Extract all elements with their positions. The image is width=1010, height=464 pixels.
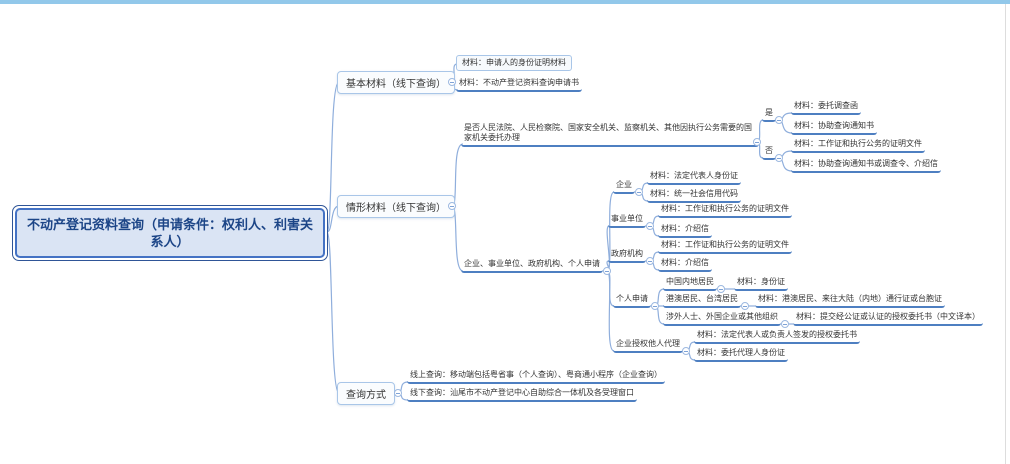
node-personal-hmt[interactable]: 港澳居民、台湾居民: [663, 293, 741, 308]
scrollbar-track[interactable]: [1005, 4, 1006, 464]
collapse-icon[interactable]: [651, 302, 659, 310]
collapse-icon[interactable]: [775, 154, 783, 162]
top-accent-bar: [0, 0, 1010, 4]
node-personal-hmt-material[interactable]: 材料：港澳居民、来往大陆（内地）通行证或台胞证: [755, 293, 945, 308]
topic-query-method[interactable]: 查询方式: [337, 382, 395, 405]
node-personal-foreign-material[interactable]: 材料：提交经公证或认证的授权委托书（中文译本）: [793, 311, 983, 326]
node-applicants[interactable]: 企业、事业单位、政府机构、个人申请: [461, 258, 603, 273]
node-personal-mainland-material[interactable]: 材料：身份证: [734, 276, 788, 291]
topic-situation-materials[interactable]: 情形材料（线下查询）: [337, 195, 455, 218]
collapse-icon[interactable]: [394, 389, 402, 397]
collapse-icon[interactable]: [741, 302, 749, 310]
node-personal-foreign[interactable]: 涉外人士、外国企业或其他组织: [663, 311, 781, 326]
root-node[interactable]: 不动产登记资料查询（申请条件：权利人、利害关系人）: [12, 205, 328, 261]
node-proxy-item1[interactable]: 材料：法定代表人或负责人签发的授权委托书: [694, 329, 860, 344]
root-node-label: 不动产登记资料查询（申请条件：权利人、利害关系人）: [15, 208, 325, 258]
node-method-offline[interactable]: 线下查询：汕尾市不动产登记中心自助综合一体机及各受理窗口: [407, 387, 637, 402]
node-enterprise-item2[interactable]: 材料：统一社会信用代码: [647, 188, 741, 203]
node-basic-item2[interactable]: 材料：不动产登记资料查询申请书: [456, 77, 582, 92]
collapse-icon[interactable]: [646, 222, 654, 230]
node-institution-item1[interactable]: 材料：工作证和执行公务的证明文件: [658, 203, 792, 218]
node-gov-yes-item2[interactable]: 材料：协助查询通知书: [791, 120, 877, 135]
node-gov-no-item1[interactable]: 材料：工作证和执行公务的证明文件: [791, 138, 925, 153]
node-enterprise-item1[interactable]: 材料：法定代表人身份证: [647, 170, 741, 185]
collapse-icon[interactable]: [717, 285, 725, 293]
node-institution-item2[interactable]: 材料：介绍信: [658, 223, 712, 238]
collapse-icon[interactable]: [781, 320, 789, 328]
node-enterprise[interactable]: 企业: [613, 179, 635, 194]
node-government[interactable]: 政府机构: [608, 248, 646, 263]
node-proxy-item2[interactable]: 材料：委托代理人身份证: [694, 347, 788, 362]
collapse-icon[interactable]: [603, 267, 611, 275]
node-personal-mainland[interactable]: 中国内地居民: [663, 276, 717, 291]
collapse-icon[interactable]: [753, 138, 761, 146]
node-institution[interactable]: 事业单位: [608, 213, 646, 228]
node-personal[interactable]: 个人申请: [613, 293, 651, 308]
node-gov-no[interactable]: 否: [762, 145, 776, 160]
node-gov-no-item2[interactable]: 材料：协助查询通知书或调查令、介绍信: [791, 158, 941, 173]
node-gov-yes[interactable]: 是: [762, 107, 776, 122]
collapse-icon[interactable]: [448, 202, 456, 210]
collapse-icon[interactable]: [775, 116, 783, 124]
collapse-icon[interactable]: [448, 78, 456, 86]
node-government-item1[interactable]: 材料：工作证和执行公务的证明文件: [658, 239, 792, 254]
node-government-item2[interactable]: 材料：介绍信: [658, 257, 712, 272]
collapse-icon[interactable]: [682, 347, 690, 355]
node-basic-item1[interactable]: 材料：申请人的身份证明材料: [456, 55, 572, 71]
node-gov-yes-item1[interactable]: 材料：委托调查函: [791, 100, 861, 115]
collapse-icon[interactable]: [635, 188, 643, 196]
collapse-icon[interactable]: [646, 257, 654, 265]
node-proxy[interactable]: 企业授权他人代理: [613, 338, 683, 353]
node-method-online[interactable]: 线上查询：移动端包括粤省事（个人查询）、粤商通小程序（企业查询）: [407, 369, 665, 384]
topic-basic-materials[interactable]: 基本材料（线下查询）: [337, 71, 455, 94]
node-gov-query[interactable]: 是否人民法院、人民检察院、国家安全机关、监察机关、其他因执行公务需要的国家机关委…: [461, 122, 759, 147]
